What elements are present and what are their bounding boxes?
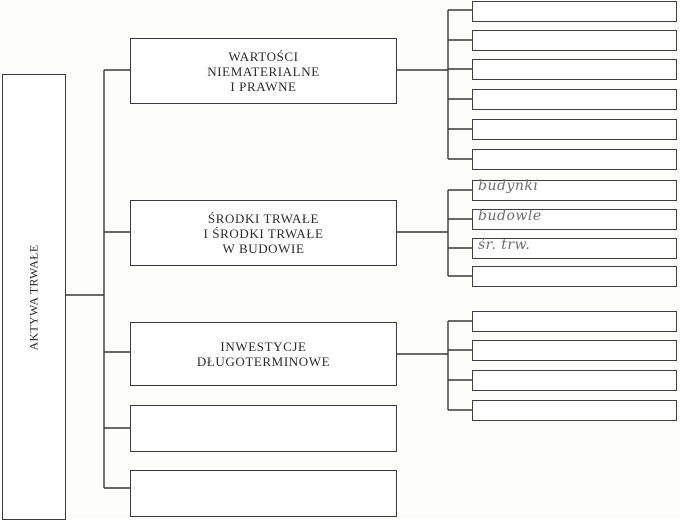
root-node: AKTYWA TRWAŁE [2, 74, 66, 520]
handwritten-note-2: budowle [478, 208, 542, 224]
category-3-line-2: DŁUGOTERMINOWE [196, 354, 331, 369]
category-1-line-2: NIEMATERIALNE [207, 63, 320, 79]
handwritten-note-1: budynki [478, 178, 539, 194]
category-1-line-1: WARTOŚCI [228, 48, 299, 64]
handwritten-note-3: śr. trw. [478, 237, 531, 253]
leaf-box-1-2 [472, 30, 677, 51]
category-node-1: WARTOŚCI NIEMATERIALNE I PRAWNE [130, 38, 397, 104]
category-node-3: INWESTYCJE DŁUGOTERMINOWE [130, 322, 397, 386]
leaf-box-1-1 [472, 1, 677, 22]
leaf-box-2-4 [472, 266, 677, 287]
category-node-2: ŚRODKI TRWAŁE I ŚRODKI TRWAŁE W BUDOWIE [130, 200, 397, 266]
leaf-box-2-3 [472, 238, 677, 259]
leaf-box-3-1 [472, 311, 677, 332]
category-2-line-2: I ŚRODKI TRWAŁE [203, 225, 324, 241]
category-1-line-3: I PRAWNE [230, 78, 297, 94]
category-2-line-3: W BUDOWIE [222, 240, 305, 256]
leaf-box-1-6 [472, 149, 677, 170]
category-node-4-empty [130, 405, 397, 452]
leaf-box-1-3 [472, 59, 677, 80]
leaf-box-3-2 [472, 340, 677, 361]
category-node-5-empty [130, 470, 397, 517]
root-label: AKTYWA TRWAŁE [26, 243, 41, 351]
category-2-line-1: ŚRODKI TRWAŁE [207, 210, 320, 226]
leaf-box-3-4 [472, 400, 677, 421]
leaf-box-2-1 [472, 180, 677, 201]
leaf-box-3-3 [472, 370, 677, 391]
category-3-line-1: INWESTYCJE [220, 339, 307, 354]
leaf-box-1-4 [472, 89, 677, 110]
leaf-box-1-5 [472, 119, 677, 140]
leaf-box-2-2 [472, 209, 677, 230]
